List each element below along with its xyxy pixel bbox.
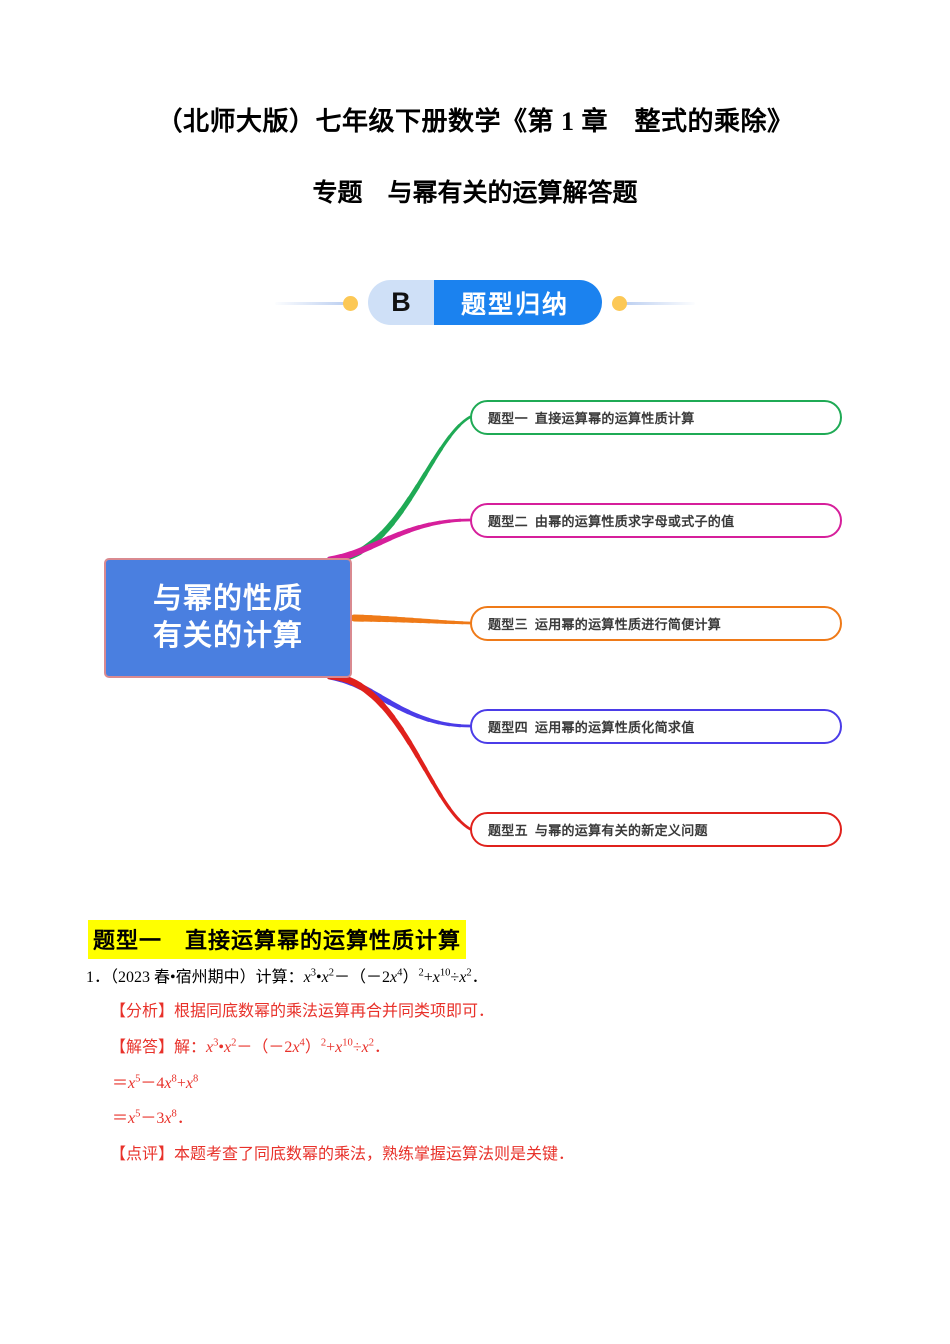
banner-line-right (620, 302, 695, 305)
center-label-line1: 与幂的性质 (152, 582, 303, 615)
mindmap-node-5[interactable]: 题型五 与幂的运算有关的新定义问题 (470, 812, 842, 847)
mindmap-node-3[interactable]: 题型三 运用幂的运算性质进行简便计算 (470, 606, 842, 641)
solution-analysis: 【分析】根据同底数幂的乘法运算再合并同类项即可． (110, 1002, 900, 1023)
mindmap: 与幂的性质 有关的计算 题型一 直接运算幂的运算性质计算 题型二 由幂的运算性质… (0, 370, 950, 870)
problem-number: 1． (86, 969, 111, 986)
solution-comment: 【点评】本题考查了同底数幂的乘法，熟练掌握运算法则是关键． (110, 1145, 900, 1166)
mindmap-node-3-label: 题型三 (488, 617, 528, 632)
mindmap-node-4-text: 运用幂的运算性质化简求值 (534, 720, 695, 735)
comment-label: 【点评】 (110, 1146, 175, 1164)
mindmap-node-2-text: 由幂的运算性质求字母或式子的值 (534, 514, 735, 529)
banner-dot-right-icon (612, 296, 627, 311)
mindmap-center-node: 与幂的性质 有关的计算 (104, 558, 352, 678)
mindmap-node-3-text: 运用幂的运算性质进行简便计算 (534, 617, 722, 632)
banner-badge: B (368, 280, 434, 325)
banner-dot-left-icon (343, 296, 358, 311)
answer-label: 【解答】 (110, 1038, 175, 1056)
solution-step-2: ＝x5－3x8． (112, 1109, 193, 1128)
problem-source: （2023 春•宿州期中） (110, 969, 256, 986)
problem-prompt: 计算： (255, 969, 304, 986)
mindmap-node-1[interactable]: 题型一 直接运算幂的运算性质计算 (470, 400, 842, 435)
banner-label: 题型归纳 (434, 280, 602, 325)
analysis-text: 根据同底数幂的乘法运算再合并同类项即可． (174, 1003, 495, 1020)
solution-answer: 【解答】解：x3•x2－（－2x4）2+x10÷x2． (110, 1038, 900, 1059)
section-banner: B 题型归纳 (275, 280, 695, 326)
page-title-line2: 专题 与幂有关的运算解答题 (312, 180, 638, 207)
problem-expression: x3•x2－（－2x4）2+x10÷x2． (303, 967, 488, 986)
mindmap-connectors (326, 413, 474, 833)
banner-pill: B 题型归纳 (368, 280, 602, 325)
problem-line: 1．（2023 春•宿州期中）计算：x3•x2－（－2x4）2+x10÷x2． (86, 966, 876, 991)
mindmap-node-1-label: 题型一 (488, 411, 528, 426)
mindmap-node-2-label: 题型二 (488, 514, 528, 529)
section-heading: 题型一 直接运算幂的运算性质计算 (88, 920, 467, 959)
mindmap-node-5-text: 与幂的运算有关的新定义问题 (534, 823, 708, 838)
page-title-line1: （北师大版）七年级下册数学《第 1 章 整式的乘除》 (156, 107, 794, 136)
solution-step-1: ＝x5－4x8+x8 (112, 1073, 199, 1092)
answer-prefix: 解： (174, 1038, 207, 1056)
mindmap-node-1-text: 直接运算幂的运算性质计算 (534, 411, 695, 426)
mindmap-node-4[interactable]: 题型四 运用幂的运算性质化简求值 (470, 709, 842, 744)
comment-text: 本题考查了同底数幂的乘法，熟练掌握运算法则是关键． (174, 1146, 575, 1164)
analysis-label: 【分析】 (110, 1003, 175, 1020)
banner-line-left (275, 302, 350, 305)
answer-expression: x3•x2－（－2x4）2+x10÷x2． (206, 1037, 390, 1056)
problem-solution: 【分析】根据同底数幂的乘法运算再合并同类项即可． 【解答】解：x3•x2－（－2… (110, 1002, 900, 1181)
mindmap-node-5-label: 题型五 (488, 823, 528, 838)
mindmap-node-4-label: 题型四 (488, 720, 528, 735)
problem-statement: 1．（2023 春•宿州期中）计算：x3•x2－（－2x4）2+x10÷x2． (86, 966, 876, 991)
center-label-line2: 有关的计算 (152, 620, 303, 652)
mindmap-node-2[interactable]: 题型二 由幂的运算性质求字母或式子的值 (470, 503, 842, 538)
